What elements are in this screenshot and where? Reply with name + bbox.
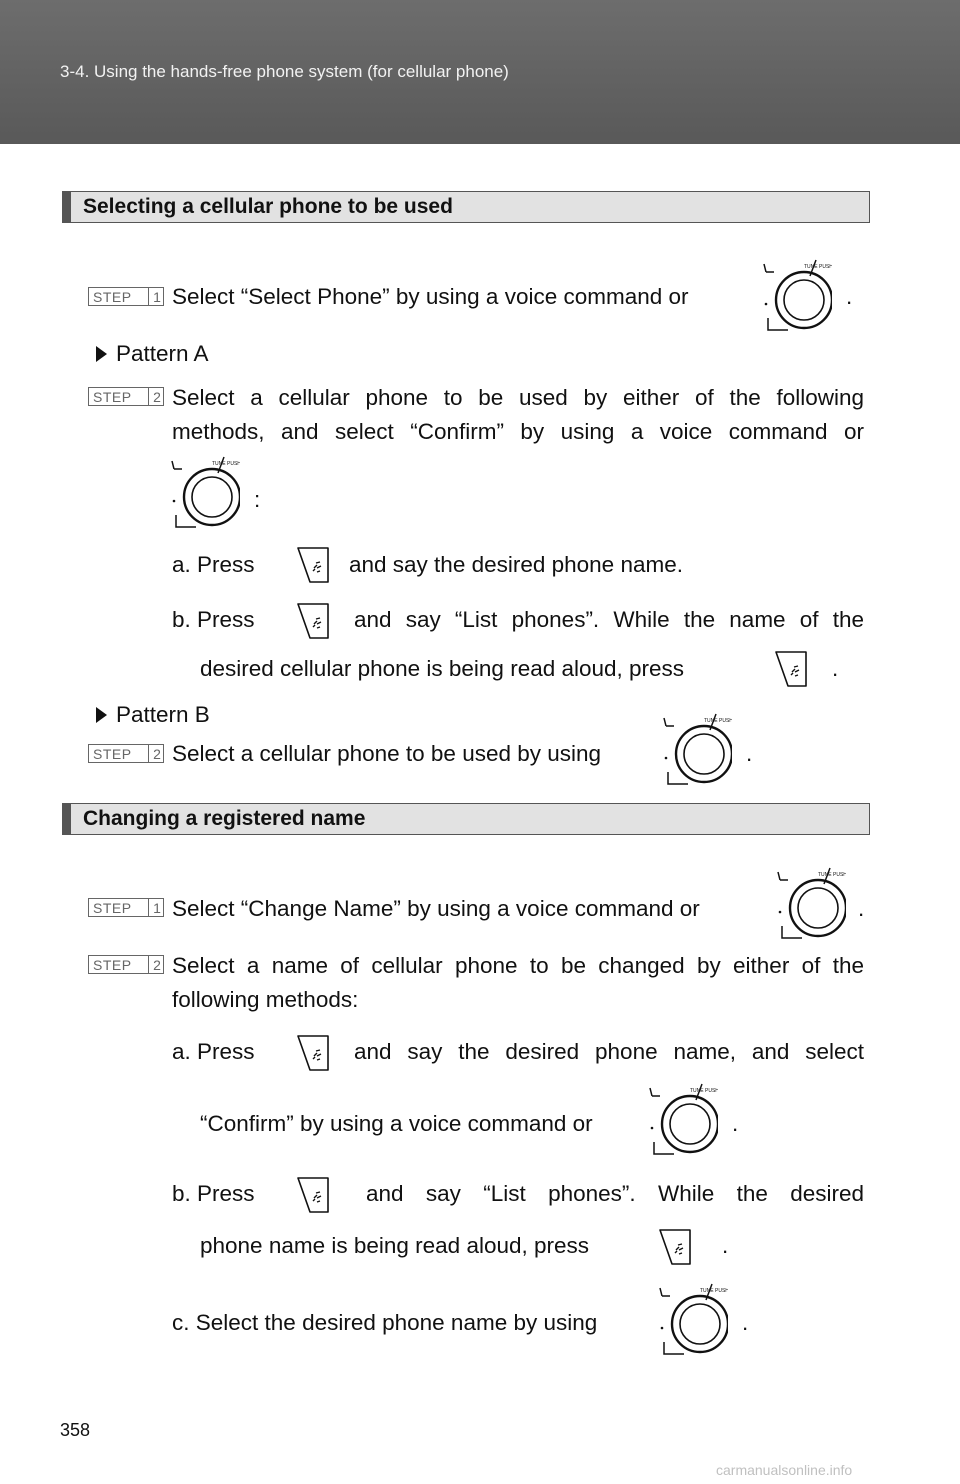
option-b-text: and say “List phones”. While the name of… bbox=[354, 607, 864, 632]
step-1-text: Select “Change Name” by using a voice co… bbox=[172, 896, 700, 921]
option-b-press: b. Press bbox=[172, 1181, 255, 1206]
pattern-b-label: Pattern B bbox=[116, 702, 210, 727]
tune-knob-icon: TUNE PUSH bbox=[660, 712, 733, 788]
talk-switch-icon bbox=[294, 1032, 334, 1074]
step-1-text: Select “Select Phone” by using a voice c… bbox=[172, 284, 689, 309]
section-heading-change-name: Changing a registered name bbox=[62, 803, 870, 835]
period: . bbox=[858, 896, 865, 921]
talk-switch-icon bbox=[772, 648, 812, 690]
talk-switch-icon bbox=[656, 1226, 696, 1268]
tune-knob-icon: TUNE PUSH bbox=[656, 1282, 729, 1358]
period: . bbox=[846, 284, 853, 309]
period: . bbox=[732, 1111, 739, 1136]
period: . bbox=[722, 1233, 729, 1258]
period: . bbox=[742, 1310, 749, 1335]
step-2a-line2: methods, and select “Confirm” by using a… bbox=[172, 419, 864, 444]
option-b-press: b. Press bbox=[172, 607, 255, 632]
svg-text:TUNE PUSH: TUNE PUSH bbox=[700, 1288, 728, 1294]
tune-knob-icon: TUNE PUSH bbox=[760, 258, 833, 334]
period: . bbox=[832, 656, 839, 681]
svg-text:TUNE PUSH: TUNE PUSH bbox=[704, 718, 732, 724]
svg-text:TUNE PUSH: TUNE PUSH bbox=[212, 461, 240, 467]
pattern-a-arrow-icon bbox=[96, 346, 107, 362]
tune-knob-icon: TUNE PUSH bbox=[774, 866, 847, 942]
svg-text:TUNE PUSH: TUNE PUSH bbox=[818, 872, 846, 878]
watermark: carmanualsonline.info bbox=[716, 1462, 853, 1478]
tune-knob-icon: TUNE PUSH bbox=[168, 455, 241, 531]
pattern-b-arrow-icon bbox=[96, 707, 107, 723]
colon: : bbox=[254, 487, 261, 512]
section-heading-select-phone: Selecting a cellular phone to be used bbox=[62, 191, 870, 223]
page-header: 3-4. Using the hands-free phone system (… bbox=[0, 0, 960, 144]
step-2-line2: following methods: bbox=[172, 987, 359, 1012]
step-2-line1: Select a name of cellular phone to be ch… bbox=[172, 953, 864, 978]
talk-switch-icon bbox=[294, 544, 334, 586]
talk-switch-icon bbox=[294, 1174, 334, 1216]
option-a-text: and say the desired phone name. bbox=[349, 552, 683, 577]
tune-knob-icon: TUNE PUSH bbox=[646, 1082, 719, 1158]
option-b-text: and say “List phones”. While the desired bbox=[366, 1181, 864, 1206]
step-2a-line1: Select a cellular phone to be used by ei… bbox=[172, 385, 864, 410]
svg-text:TUNE PUSH: TUNE PUSH bbox=[690, 1088, 718, 1094]
option-b-line2: desired cellular phone is being read alo… bbox=[200, 656, 685, 681]
option-b-line2: phone name is being read aloud, press bbox=[200, 1233, 590, 1258]
svg-text:TUNE PUSH: TUNE PUSH bbox=[804, 264, 832, 270]
option-a-line2: “Confirm” by using a voice command or bbox=[200, 1111, 593, 1136]
option-a-press: a. Press bbox=[172, 1039, 255, 1064]
period: . bbox=[746, 741, 753, 766]
page-number: 358 bbox=[60, 1420, 91, 1440]
step-2b-text: Select a cellular phone to be used by us… bbox=[172, 741, 602, 766]
option-a-text: and say the desired phone name, and sele… bbox=[354, 1039, 864, 1064]
option-c-text: c. Select the desired phone name by usin… bbox=[172, 1310, 598, 1335]
option-a-press: a. Press bbox=[172, 552, 255, 577]
breadcrumb: 3-4. Using the hands-free phone system (… bbox=[60, 62, 509, 81]
talk-switch-icon bbox=[294, 600, 334, 642]
pattern-a-label: Pattern A bbox=[116, 341, 209, 366]
